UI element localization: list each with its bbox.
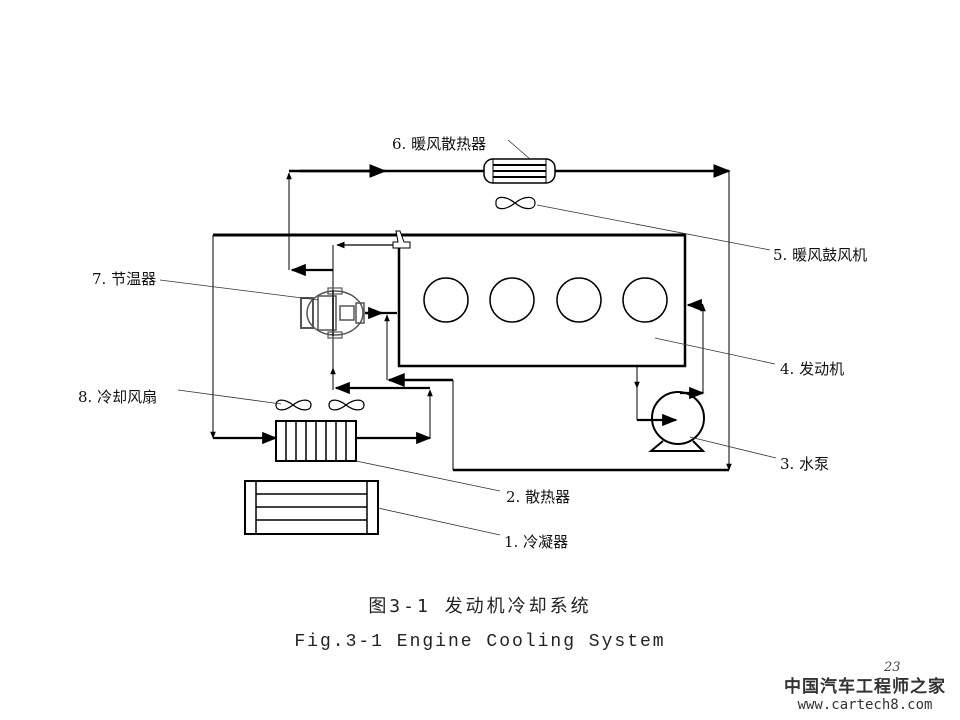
bypass-valve: [392, 230, 411, 249]
page-number: 23: [884, 660, 901, 675]
watermark: 中国汽车工程师之家 www.cartech8.com: [784, 672, 946, 713]
cooling-fan-right: [328, 399, 365, 411]
label-engine: 4. 发动机: [780, 360, 845, 378]
label-cooling-fan: 8. 冷却风扇: [78, 388, 158, 406]
heater-supply-line: [286, 164, 732, 472]
radiator: [275, 420, 357, 462]
caption-english: Fig.3-1 Engine Cooling System: [294, 632, 666, 652]
label-thermostat: 7. 节温器: [92, 270, 157, 288]
label-heater-blower: 5. 暖风鼓风机: [773, 246, 868, 264]
leader-lines: [159, 139, 777, 536]
caption-chinese: 图3-1 发动机冷却系统: [368, 596, 592, 617]
watermark-url: www.cartech8.com: [797, 697, 933, 713]
label-condenser: 1. 冷凝器: [504, 533, 569, 551]
label-heater-core: 6. 暖风散热器: [392, 135, 487, 153]
cooling-fan-left: [275, 399, 312, 411]
water-pump: [648, 391, 706, 452]
engine-block: [213, 233, 687, 368]
thermostat: [300, 287, 365, 339]
heater-blower-fan: [495, 196, 536, 210]
heater-core: [483, 158, 556, 184]
watermark-name: 中国汽车工程师之家: [784, 677, 946, 697]
label-radiator: 2. 散热器: [506, 488, 571, 506]
condenser: [244, 480, 379, 535]
label-water-pump: 3. 水泵: [780, 455, 830, 473]
